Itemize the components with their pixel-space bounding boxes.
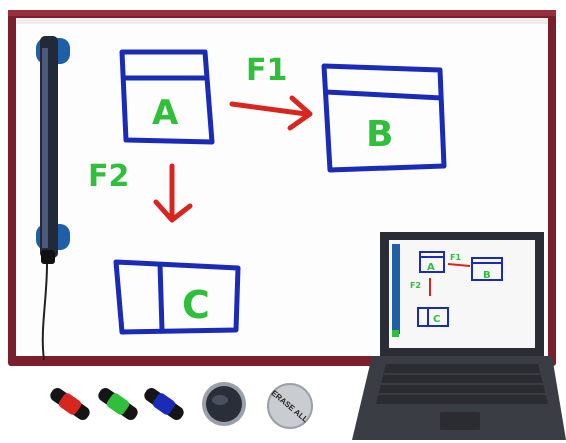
screen-arrow-f2-label: F2 [410, 281, 421, 290]
screen-window-c-label: C [433, 314, 440, 325]
window-a-label: A [152, 93, 179, 133]
screen-window-a-label: A [427, 262, 435, 273]
eraser-icon[interactable] [202, 382, 246, 426]
window-b-label: B [366, 114, 393, 155]
blue-marker[interactable] [141, 385, 186, 423]
screen-arrow-f1-label: F1 [450, 253, 461, 262]
erase-all-button[interactable]: ERASE ALL [268, 384, 312, 428]
screen-window-b-label: B [483, 270, 491, 281]
arrow-f2-label: F2 [88, 159, 129, 194]
red-marker[interactable] [47, 385, 92, 423]
green-marker[interactable] [95, 385, 140, 423]
laptop: A F1 B F2 C [352, 232, 566, 440]
laptop-screen [389, 240, 535, 348]
window-c-label: C [182, 283, 210, 327]
marker-tray: ERASE ALL [47, 382, 312, 428]
arrow-f1-label: F1 [246, 53, 287, 88]
